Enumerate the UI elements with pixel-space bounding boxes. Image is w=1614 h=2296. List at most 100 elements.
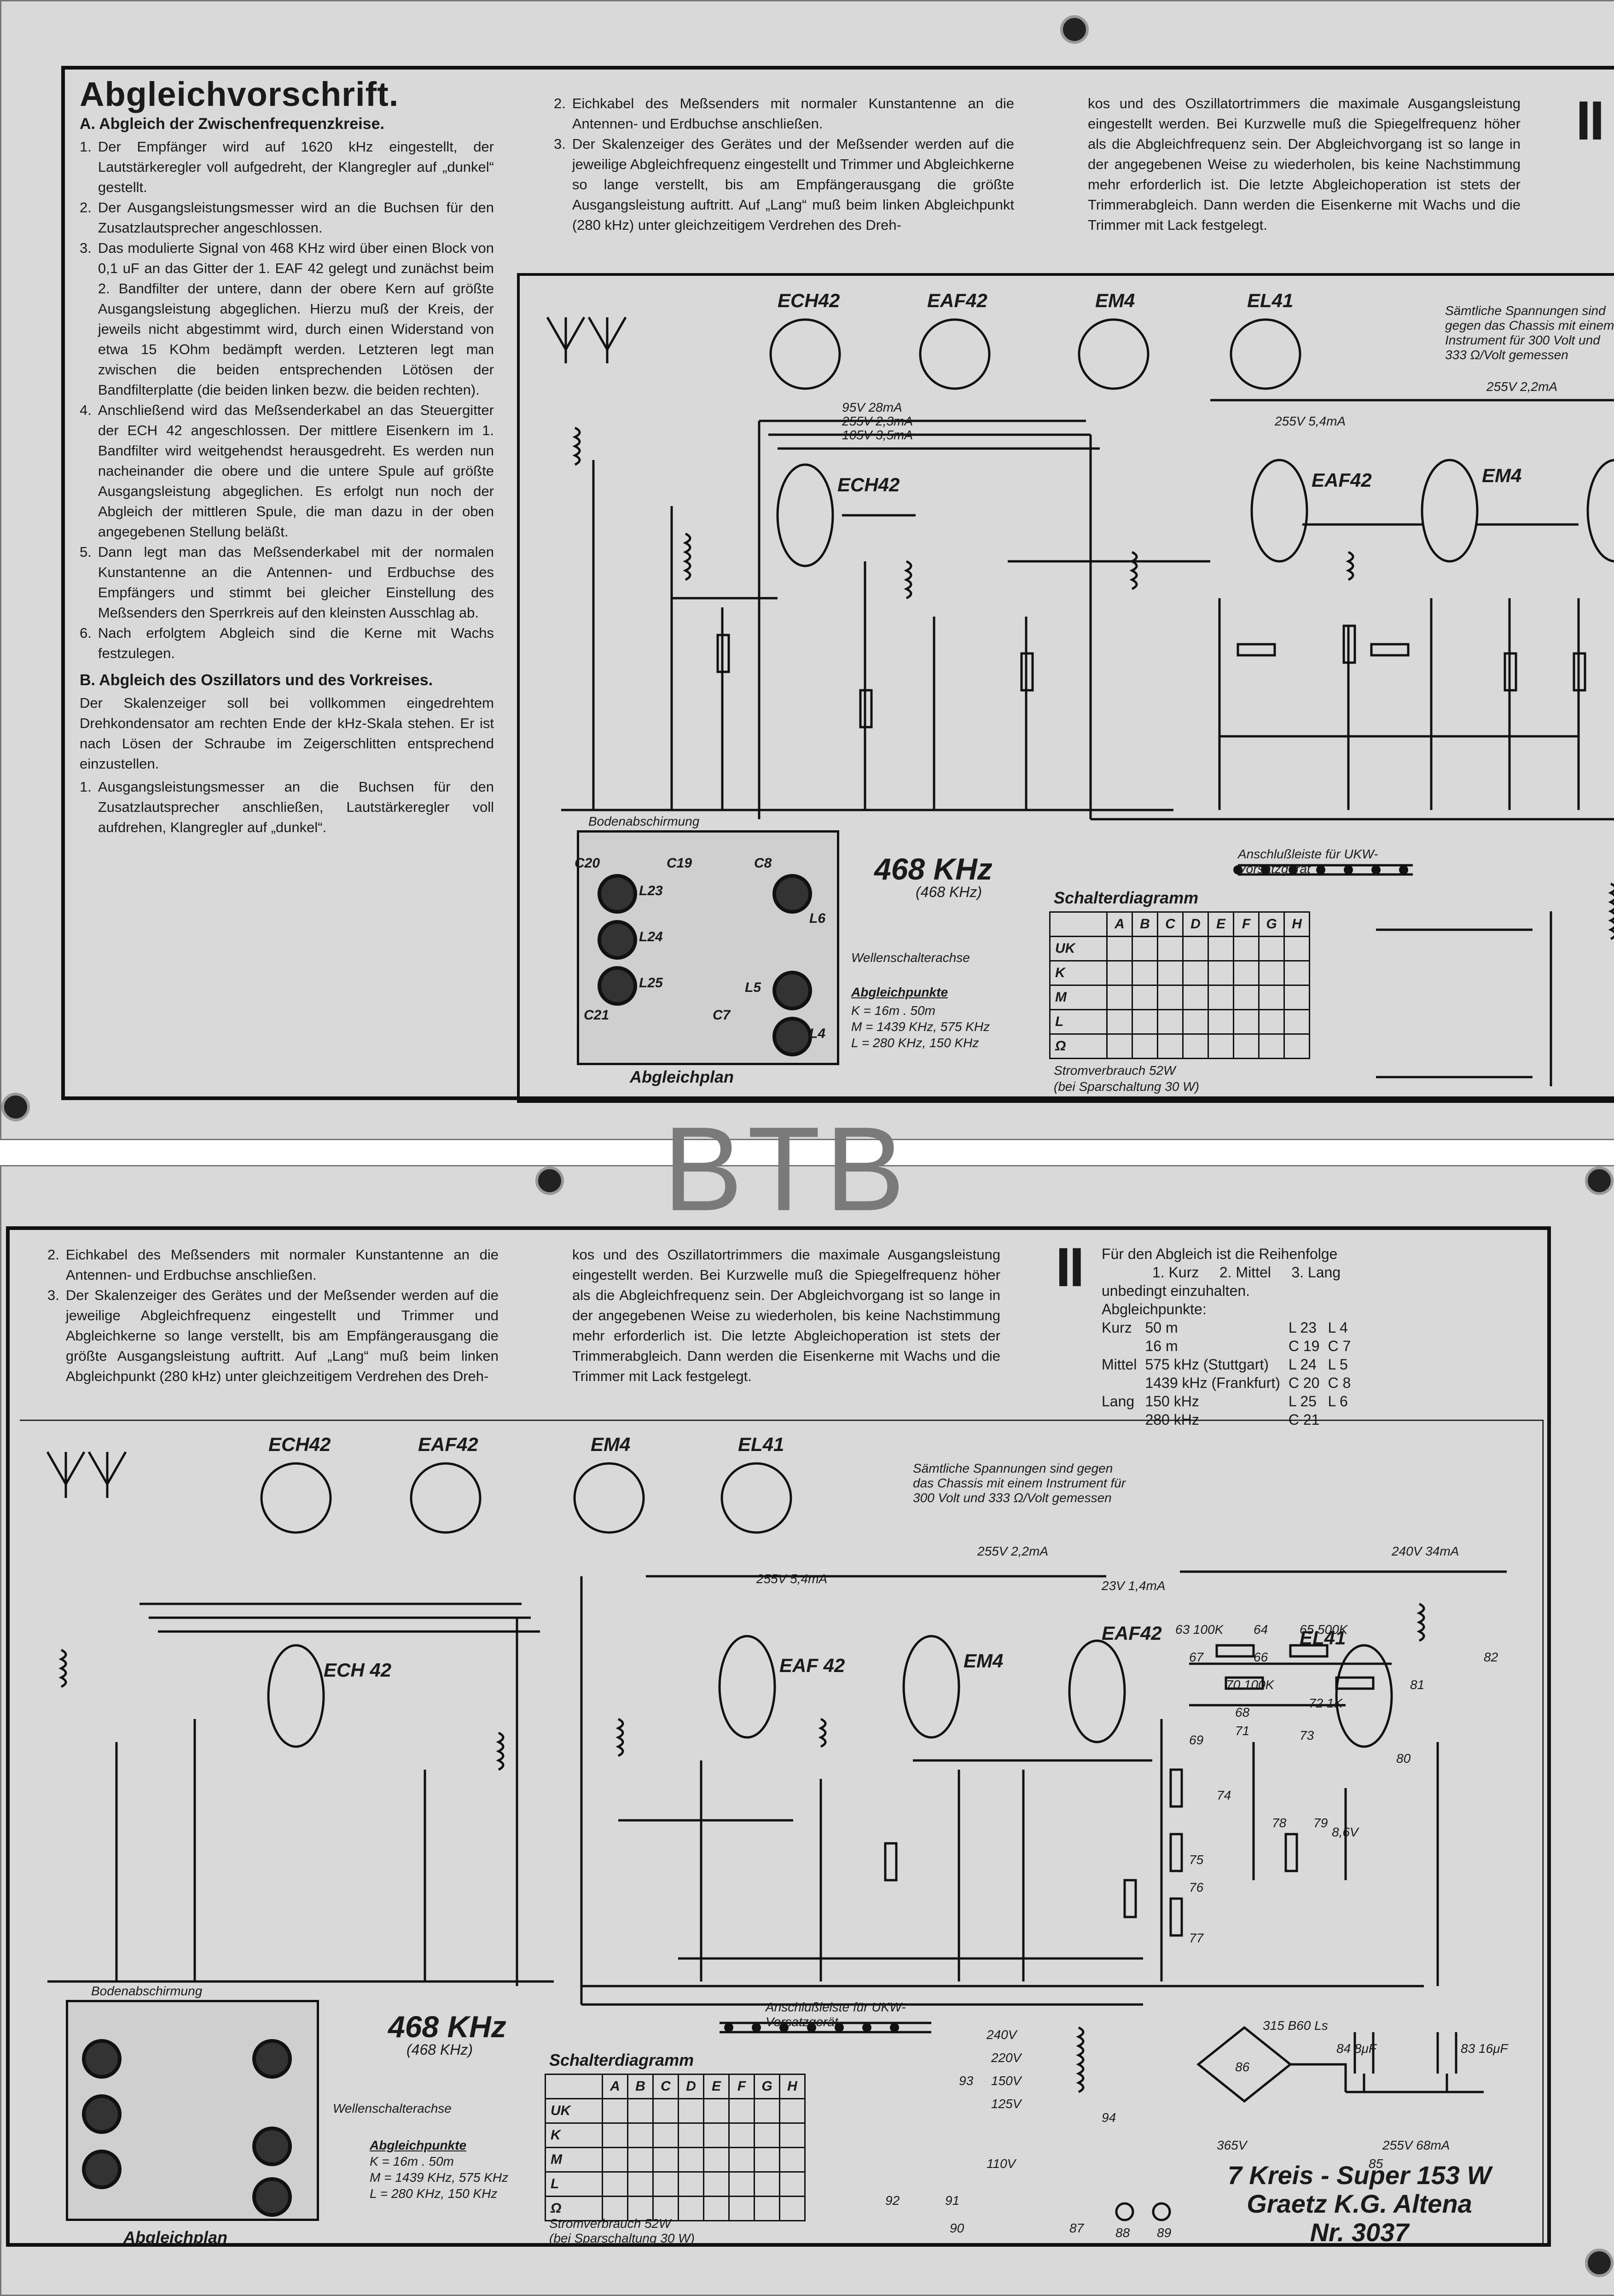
roman-numeral: II bbox=[1576, 90, 1605, 152]
switch-cell bbox=[703, 2098, 730, 2124]
list-item-number: 3. bbox=[80, 240, 92, 256]
component-label: 65 500K bbox=[1300, 1622, 1348, 1637]
coil-label: L6 bbox=[809, 911, 826, 926]
component-label: 85 bbox=[1369, 2156, 1383, 2171]
top-instructions-col2: 2.Eichkabel des Meßsenders mit normaler … bbox=[554, 93, 1014, 235]
tube-socket-label: EL41 bbox=[1247, 290, 1294, 311]
switch-row-label: K bbox=[1049, 960, 1108, 986]
mains-label: 110V bbox=[987, 2156, 1016, 2171]
rivet bbox=[1585, 1166, 1614, 1195]
alignment-point-a: C 20 bbox=[1288, 1375, 1320, 1391]
component-label: 80 bbox=[1396, 1751, 1411, 1766]
component-label: 90 bbox=[950, 2221, 964, 2235]
component-label: 68 bbox=[1235, 1705, 1250, 1719]
coil-label: L4 bbox=[809, 1026, 826, 1041]
switch-cell bbox=[1182, 960, 1209, 986]
component-label: 83 16μF bbox=[1461, 2041, 1508, 2056]
shaft-label: Wellenschalterachse bbox=[333, 2101, 452, 2115]
switch-row: Ω bbox=[1049, 1033, 1310, 1059]
abgleich-point-line: M = 1439 KHz, 575 KHz bbox=[851, 1020, 990, 1034]
switch-cell bbox=[1233, 1033, 1260, 1059]
abgleich-points-title: Abgleichpunkte bbox=[851, 985, 948, 999]
alignment-point-b: C 7 bbox=[1328, 1338, 1351, 1354]
if-frequency: 468 KHz bbox=[388, 2010, 506, 2044]
switch-cell bbox=[779, 2196, 806, 2221]
voltage-note: Sämtliche Spannungen sind gegen das Chas… bbox=[913, 1461, 1126, 1505]
mains-label: 240V bbox=[987, 2028, 1017, 2042]
list-item-text: Der Empfänger wird auf 1620 kHz eingeste… bbox=[98, 139, 494, 195]
voltage-label: 365V bbox=[1217, 2138, 1247, 2152]
tube-socket-label: EM4 bbox=[1095, 290, 1135, 311]
coil-adjuster bbox=[772, 971, 812, 1010]
list-item-number: 1. bbox=[80, 779, 92, 795]
mains-label: 125V bbox=[991, 2097, 1022, 2111]
switch-col-header: H bbox=[1283, 911, 1310, 937]
abgleich-point-line: K = 16m . 50m bbox=[370, 2154, 454, 2168]
list-item-number: 2. bbox=[554, 95, 566, 111]
switch-cell bbox=[1233, 985, 1260, 1010]
rivet bbox=[1060, 15, 1089, 44]
component-label: 70 100K bbox=[1226, 1678, 1274, 1692]
switch-cell bbox=[678, 2122, 704, 2148]
ukw-note: Anschlußleiste für UKW-Vorsatzgerät bbox=[1238, 847, 1378, 876]
switch-row-label: L bbox=[1049, 1009, 1108, 1035]
component-label: 84 8μF bbox=[1336, 2041, 1376, 2056]
power-consumption: Stromverbrauch 52W bbox=[549, 2216, 671, 2231]
switch-cell bbox=[728, 2147, 755, 2173]
coil-adjuster bbox=[598, 920, 637, 960]
coil-adjuster bbox=[598, 966, 637, 1006]
component-label: 71 bbox=[1235, 1724, 1250, 1738]
list-item-number: 6. bbox=[80, 625, 92, 641]
tube-label: ECH 42 bbox=[324, 1659, 392, 1681]
switch-corner bbox=[545, 2074, 603, 2099]
tube-socket-label: EM4 bbox=[591, 1434, 631, 1455]
switch-cell bbox=[1208, 960, 1234, 986]
switch-cell bbox=[1182, 985, 1209, 1010]
switch-row: UK bbox=[545, 2098, 806, 2124]
coil-label: C19 bbox=[667, 856, 692, 871]
coil-label: C8 bbox=[754, 856, 772, 871]
alignment-plan-board: Bodenabschirmung Abgleichplan bbox=[66, 1984, 319, 2247]
top-schematic: ECH42 EAF42 EM4 EL41 ECH42 EAF42 EM4 Säm… bbox=[517, 273, 1614, 1103]
list-item-number: 2. bbox=[47, 1247, 59, 1263]
switch-col-header: G bbox=[754, 2074, 780, 2099]
tube-label: EAF42 bbox=[1102, 1622, 1162, 1644]
bottom-schematic: ECH42 EAF42 EM4 EL41 ECH 42 EAF 42 EM4 E… bbox=[11, 1420, 1544, 2245]
alignment-point-band: Mittel bbox=[1102, 1356, 1137, 1373]
top-instructions-col3: kos und des Oszillatortrimmers die maxim… bbox=[1088, 93, 1521, 238]
coil-adjuster bbox=[82, 2094, 122, 2134]
voltage-label: 255V 5,4mA bbox=[756, 1572, 828, 1586]
coil-label: L23 bbox=[639, 883, 663, 898]
if-frequency-small: (468 KHz) bbox=[916, 884, 982, 900]
switch-cell bbox=[627, 2196, 654, 2221]
component-label: 93 bbox=[959, 2074, 974, 2088]
coil-adjuster bbox=[252, 2039, 292, 2079]
tube-label: EL41 bbox=[1300, 1627, 1346, 1649]
switch-cell bbox=[1182, 1009, 1209, 1035]
component-label: 76 bbox=[1189, 1880, 1204, 1894]
switch-cell bbox=[627, 2122, 654, 2148]
serial-number: Nr. 3037 bbox=[1310, 2218, 1409, 2247]
switch-cell bbox=[602, 2147, 628, 2173]
switch-cell bbox=[602, 2171, 628, 2197]
component-label: 69 bbox=[1189, 1733, 1204, 1747]
manufacturer: Graetz K.G. Altena bbox=[1247, 2189, 1472, 2218]
if-frequency-small: (468 KHz) bbox=[406, 2041, 473, 2058]
switch-cell bbox=[678, 2147, 704, 2173]
coil-label: C20 bbox=[575, 856, 600, 871]
switch-cell bbox=[1283, 1009, 1310, 1035]
switch-cell bbox=[754, 2098, 780, 2124]
switch-cell bbox=[1182, 1033, 1209, 1059]
switch-cell bbox=[1258, 985, 1285, 1010]
alignment-point-a: L 25 bbox=[1288, 1393, 1317, 1410]
board-label: Bodenabschirmung bbox=[588, 814, 700, 828]
alignment-point-freq: 50 m bbox=[1145, 1319, 1178, 1336]
switch-cell bbox=[652, 2171, 679, 2197]
switch-cell bbox=[1132, 1033, 1158, 1059]
alignment-point-b: L 4 bbox=[1328, 1319, 1348, 1336]
component-label: 73 bbox=[1300, 1728, 1314, 1742]
switch-cell bbox=[754, 2147, 780, 2173]
